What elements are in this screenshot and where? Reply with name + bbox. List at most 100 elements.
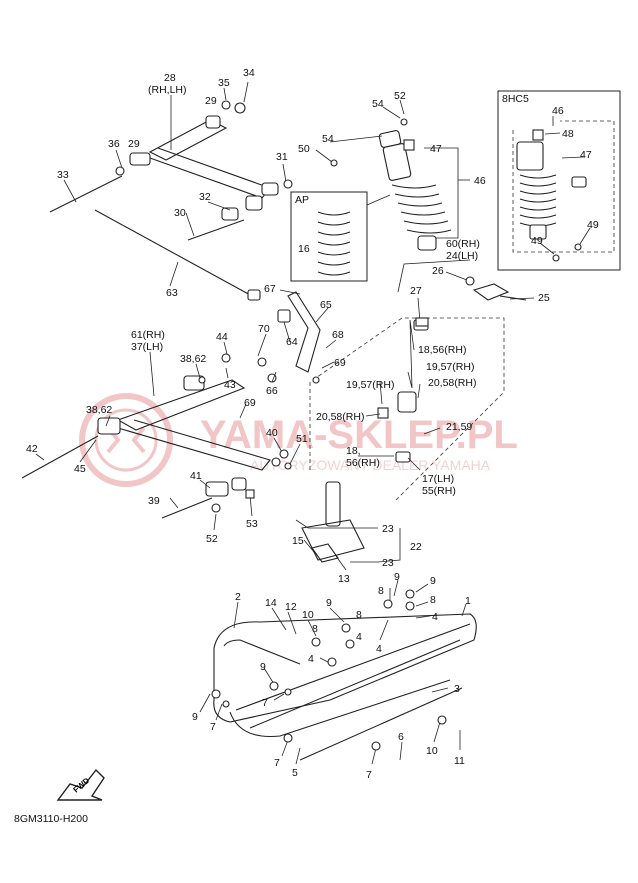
inset-8hc5-title: 8HC5	[502, 93, 529, 105]
fwd-arrow: FWD	[56, 768, 105, 801]
callout-24-lh: 24(LH)	[446, 250, 478, 262]
fasteners	[198, 100, 475, 751]
callout-51: 51	[296, 433, 308, 445]
callout-18: 18,	[346, 445, 361, 457]
callout-18-56-rh: 18,56(RH)	[418, 344, 466, 356]
callout-9-upper: 9	[326, 597, 332, 609]
callout-54-top: 54	[372, 98, 384, 110]
callout-54-mid: 54	[322, 133, 334, 145]
callout-16: 16	[298, 243, 310, 255]
callout-48: 48	[562, 128, 574, 140]
callout-7-left: 7	[210, 721, 216, 733]
callout-46-inset: 46	[552, 105, 564, 117]
callout-31: 31	[276, 151, 288, 163]
callout-34: 34	[243, 67, 255, 79]
callout-20-58-rh-left: 20,58(RH)	[316, 411, 364, 423]
callout-65: 65	[320, 299, 332, 311]
callout-52-top: 52	[394, 90, 406, 102]
callout-10-upper: 10	[302, 609, 314, 621]
callout-49-left: 49	[531, 235, 543, 247]
callout-7-bottom-right: 7	[366, 769, 372, 781]
callout-35: 35	[218, 77, 230, 89]
steering-shaft	[301, 481, 365, 563]
callout-25: 25	[538, 292, 550, 304]
callout-63: 63	[166, 287, 178, 299]
callout-17-lh: 17(LH)	[422, 473, 454, 485]
callout-69-lower: 69	[244, 397, 256, 409]
callout-26: 26	[432, 265, 444, 277]
callout-4-mid: 4	[356, 631, 362, 643]
callout-4-right: 4	[432, 611, 438, 623]
callout-42: 42	[26, 443, 38, 455]
spindle-assembly	[309, 283, 527, 501]
callout-rh-lh: (RH,LH)	[148, 84, 187, 96]
callout-12: 12	[285, 601, 297, 613]
callout-8-left: 8	[312, 623, 318, 635]
leader-lines	[35, 81, 591, 765]
callout-41: 41	[190, 470, 202, 482]
callout-9-bottom: 9	[192, 711, 198, 723]
callout-labels: 28 (RH,LH) 35 34 29 29 36 33 31 32 30 63…	[26, 67, 599, 781]
diagram-code: 8GM3110-H200	[14, 813, 88, 825]
callout-40: 40	[266, 427, 278, 439]
shock-absorber	[378, 130, 452, 251]
callout-4-left: 4	[308, 653, 314, 665]
callout-7-bottom-left: 7	[274, 757, 280, 769]
inset-8hc5: 8HC5	[497, 90, 621, 271]
callout-6: 6	[398, 731, 404, 743]
callout-49-right: 49	[587, 219, 599, 231]
callout-14: 14	[265, 597, 277, 609]
callout-8-right: 8	[378, 585, 384, 597]
callout-22: 22	[410, 541, 422, 553]
watermark-text: YAMA-SKLEP.PL	[200, 413, 518, 457]
callout-13: 13	[338, 573, 350, 585]
callout-5: 5	[292, 767, 298, 779]
callout-1: 1	[465, 595, 471, 607]
callout-9-right-2: 9	[430, 575, 436, 587]
callout-45: 45	[74, 463, 86, 475]
callout-29-upper: 29	[205, 95, 217, 107]
callout-29-left: 29	[128, 138, 140, 150]
callout-23-lower: 23	[382, 557, 394, 569]
inset-ap: AP	[290, 191, 391, 282]
callout-61-rh: 61(RH)	[131, 329, 165, 341]
callout-11: 11	[454, 755, 465, 767]
callout-8-mid: 8	[356, 609, 362, 621]
callout-66: 66	[266, 385, 278, 397]
callout-38-62-upper: 38,62	[180, 353, 206, 365]
tie-rod	[94, 209, 261, 301]
callout-36: 36	[108, 138, 120, 150]
callout-69-upper: 69	[334, 357, 346, 369]
upper-arm	[49, 102, 279, 241]
callout-19-57-rh-left: 19,57(RH)	[346, 379, 394, 391]
callout-60-rh: 60(RH)	[446, 238, 480, 250]
callout-23-upper: 23	[382, 523, 394, 535]
callout-37-lh: 37(LH)	[131, 341, 163, 353]
callout-33: 33	[57, 169, 69, 181]
callout-4-lower: 4	[376, 643, 382, 655]
callout-10-lower: 10	[426, 745, 438, 757]
inset-ap-title: AP	[295, 194, 309, 206]
callout-15: 15	[292, 535, 304, 547]
callout-55-rh: 55(RH)	[422, 485, 456, 497]
callout-70: 70	[258, 323, 270, 335]
callout-39: 39	[148, 495, 160, 507]
callout-30: 30	[174, 207, 186, 219]
callout-47-inset: 47	[580, 149, 592, 161]
ski	[213, 613, 477, 761]
callout-28: 28	[164, 72, 176, 84]
callout-67: 67	[264, 283, 276, 295]
callout-53: 53	[246, 518, 258, 530]
callout-52-lower: 52	[206, 533, 218, 545]
callout-21-59: 21,59	[446, 421, 472, 433]
callout-9-lower: 9	[260, 661, 266, 673]
stabilizer-link	[257, 291, 321, 383]
callout-3: 3	[454, 683, 460, 695]
callout-46: 46	[474, 175, 486, 187]
callout-2: 2	[235, 591, 241, 603]
callout-47: 47	[430, 143, 442, 155]
callout-27: 27	[410, 285, 422, 297]
callout-32: 32	[199, 191, 211, 203]
callout-19-57-rh-right: 19,57(RH)	[426, 361, 474, 373]
